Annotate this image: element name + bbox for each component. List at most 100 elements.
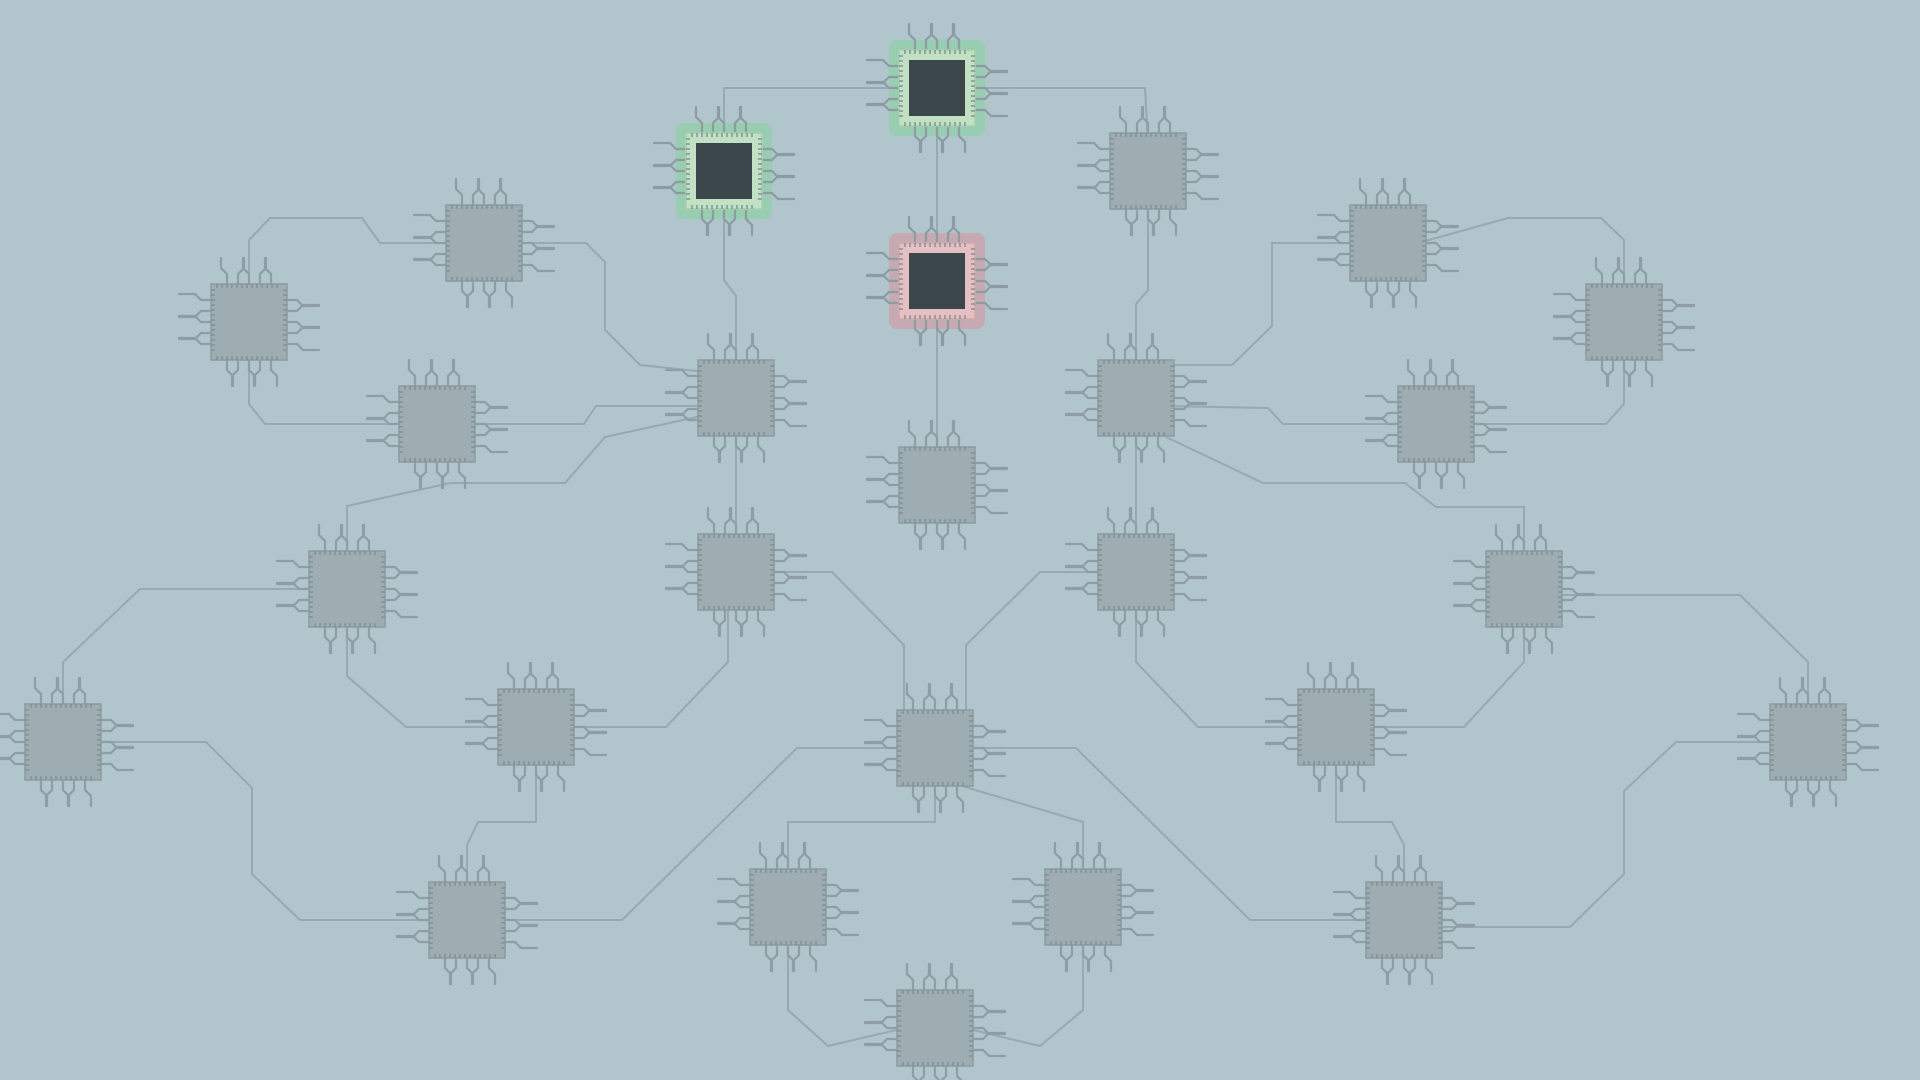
chip-pin [971,751,1007,761]
chip-edge-teeth [686,133,762,209]
chip-upper-left-a[interactable] [412,177,556,309]
chip-bottom-right[interactable] [1332,854,1476,986]
chip-edge-teeth [498,689,574,765]
microchip-icon [1044,868,1122,946]
microchip-icon [398,385,476,463]
chip-pin [481,854,491,884]
chip-pin [973,91,1009,101]
chip-pin [973,262,1009,272]
chip-pin [716,877,752,887]
circuit-trace [248,352,407,425]
chip-pin [1350,661,1360,691]
chip-pin [1264,719,1300,729]
chip-center-red[interactable] [865,215,1009,347]
chip-pin [556,763,566,793]
chip-pin [728,506,738,536]
chip-pin [1660,342,1696,352]
chip-pin [727,207,737,237]
chip-pin [863,740,899,750]
microchip-icon [896,989,974,1067]
chip-pin [383,609,419,619]
chip-center-left[interactable] [664,506,808,638]
chip-far-left[interactable] [0,676,135,808]
chip-edge-teeth [698,360,774,436]
chip-edge-teeth [698,534,774,610]
chip-pin [1011,899,1047,909]
chip-left-b[interactable] [275,523,419,655]
chip-pin [918,317,928,347]
microchip-icon [898,446,976,524]
chip-pin [1418,854,1428,884]
chip-pin [1450,358,1460,388]
chip-bottom-center-left[interactable] [716,841,860,973]
chip-pin [1316,213,1352,223]
circuit-trace [766,571,905,718]
chip-upper-right-a[interactable] [1316,177,1460,309]
chip-pin [361,523,371,553]
chip-pin [1184,152,1220,162]
chip-pin [1472,444,1508,454]
chip-pin [459,854,469,884]
chip-pin [865,251,901,261]
chip-pin [1086,943,1096,973]
chip-pin [503,901,539,911]
circuit-trace [566,602,729,728]
chip-pin [1494,523,1504,553]
chip-pin [1076,141,1112,151]
chip-pin [739,434,749,464]
chip-pin [1594,256,1604,286]
chip-right-c[interactable] [1264,661,1408,793]
chip-pin [955,784,965,814]
chip-top-right[interactable] [1076,105,1220,237]
circuit-wires [62,87,1809,1048]
chip-left-c[interactable] [464,661,608,793]
chip-pin [572,747,608,757]
chip-bottom-left[interactable] [395,854,539,986]
chip-top-center[interactable] [865,22,1009,154]
chip-mid-left-center[interactable] [664,332,808,464]
chip-pin [1358,177,1368,207]
chip-center-right[interactable] [1064,506,1208,638]
chip-pin [973,69,1009,79]
chip-pin [865,102,901,112]
chip-pin [957,317,967,347]
chip-bottom-center-right[interactable] [1011,841,1155,973]
chip-mid-right-center[interactable] [1064,332,1208,464]
chip-right-b[interactable] [1452,523,1596,655]
chip-far-right[interactable] [1736,676,1880,808]
chip-upper-left-b[interactable] [177,256,321,388]
chip-pin [973,505,1009,515]
chip-hub[interactable] [863,682,1007,814]
circuit-trace [248,217,454,292]
chip-edge-teeth [899,50,975,126]
chip-pin [464,719,500,729]
chip-pin [339,523,349,553]
microchip-icon [1097,359,1175,437]
chip-pin [652,163,688,173]
chip-pin [1106,332,1116,362]
chip-pin [756,608,766,638]
circuit-trace [1366,619,1525,728]
chip-center[interactable] [865,419,1009,551]
chip-pin [1778,676,1788,706]
chip-pin [451,358,461,388]
chip-pin [824,910,860,920]
chip-pin [1332,934,1368,944]
chip-edge-teeth [211,284,287,360]
chip-pin [717,608,727,638]
chip-pin [503,923,539,933]
chip-top-left-green[interactable] [652,105,796,237]
chip-pin [1172,418,1208,428]
chip-core [696,143,752,199]
chip-pin [412,257,448,267]
chip-bottom[interactable] [863,962,1007,1080]
chip-pin [1369,279,1379,309]
chip-mid-left-a[interactable] [365,358,509,490]
chip-mid-right-a[interactable] [1364,358,1508,490]
chip-pin [1139,434,1149,464]
chip-pin [940,124,950,154]
chip-pin [44,778,54,808]
chip-upper-right-b[interactable] [1552,256,1696,388]
chip-pin [865,273,901,283]
chip-pin [1156,434,1166,464]
